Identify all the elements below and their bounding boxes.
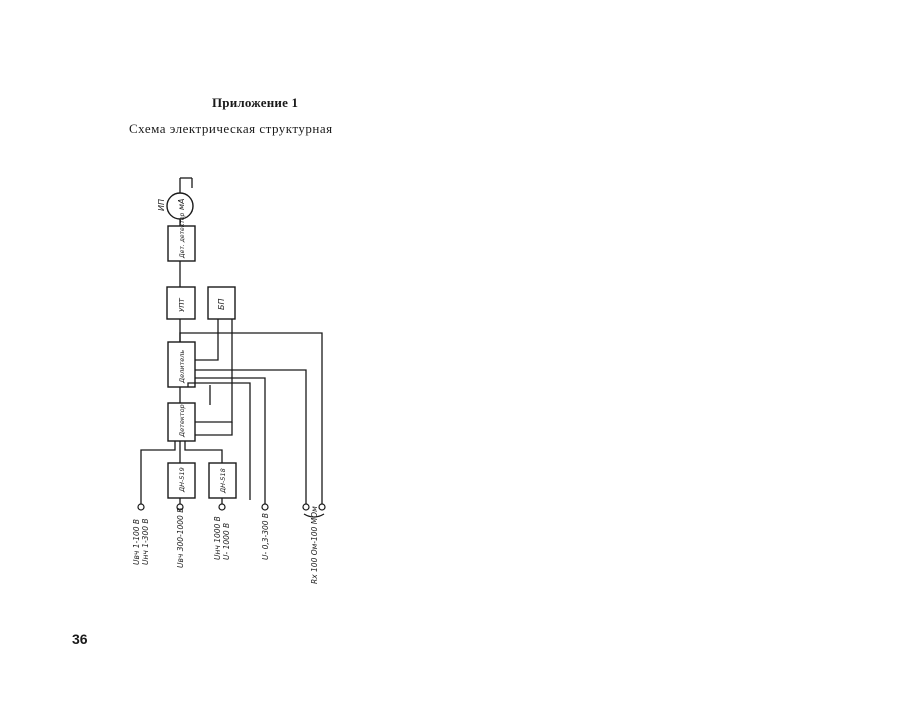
input1-label-line1: Uвч 1-100 В — [132, 519, 141, 565]
input3-label-line1: Uнч 1000 В — [213, 516, 222, 560]
input1-label-line2: Uнч 1-300 В — [141, 518, 150, 565]
appendix-title: Приложение 1 — [212, 95, 299, 110]
meter-symbol: мА — [177, 198, 186, 210]
block-probe2 — [208, 462, 237, 499]
appendix-subtitle: Схема электрическая структурная — [129, 121, 333, 136]
ground-symbol — [179, 177, 193, 193]
input2-label: Uвч 300-1000 В — [176, 508, 185, 568]
block-probe1-label: ДН-519 — [178, 467, 186, 493]
input3-label-line2: U- 1000 В — [222, 523, 231, 560]
block-amplifier-label: УПТ — [178, 297, 186, 312]
page-number: 36 — [72, 631, 88, 647]
block-detector — [167, 402, 196, 442]
block-divider-label: Делитель — [178, 350, 186, 384]
input-terminals — [137, 498, 326, 518]
block-detector2 — [167, 225, 196, 262]
block-power-supply — [207, 286, 236, 320]
block-detector-label: Детектор — [178, 404, 186, 438]
block-amplifier — [166, 286, 196, 320]
block-probe1 — [167, 462, 196, 499]
block-divider — [167, 341, 196, 388]
block-probe2-label: ДН-518 — [219, 468, 227, 494]
input4-label: U- 0,3-300 В — [261, 513, 270, 560]
input5-label: Rх 100 Ом-100 МОм — [310, 506, 319, 584]
block-power-supply-label: БП — [217, 298, 226, 310]
block-detector2-label: Дет. детектор — [179, 212, 186, 259]
meter-label: ИП — [157, 199, 166, 211]
